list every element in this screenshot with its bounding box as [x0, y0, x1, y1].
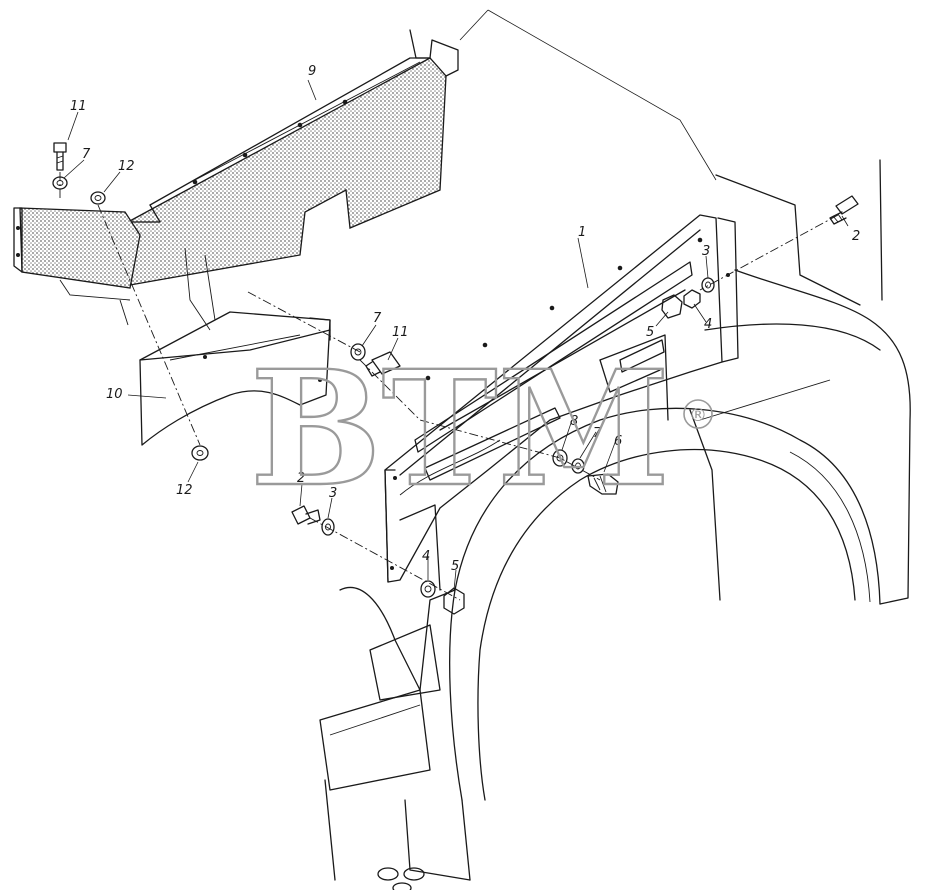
callout-3-lower: 3	[329, 486, 337, 501]
leader-lines	[63, 9, 849, 591]
btm-watermark: BTM ®	[249, 336, 713, 523]
callout-7-top: 7	[82, 147, 91, 162]
part-9-mudguard-upper	[127, 29, 459, 286]
washer-3-lower	[321, 518, 335, 536]
watermark-text: BTM	[250, 337, 670, 522]
callout-3-upper: 3	[702, 244, 710, 259]
callout-4-lower: 4	[422, 549, 430, 564]
washer-7-middle	[350, 343, 366, 361]
callout-11-top: 11	[70, 99, 87, 114]
fender-body	[319, 159, 911, 890]
callout-7-right: 7	[593, 426, 602, 441]
callout-4-upper: 4	[704, 317, 712, 332]
callout-9: 9	[308, 64, 316, 79]
callout-2-upper: 2	[852, 229, 860, 244]
washer-12-bottom	[191, 445, 209, 461]
bolt-11-top	[53, 142, 67, 171]
bolt-6	[587, 473, 619, 495]
washer-7-right	[571, 458, 585, 474]
callout-10: 10	[106, 387, 123, 402]
washer-4-lower	[420, 580, 436, 598]
nut-5-upper	[661, 294, 683, 319]
callout-labels: 1 2 3 4 5 9 11 7 12 7 11 10 12 2 3 4 5 8…	[70, 64, 860, 574]
part-9-end-bracket	[13, 207, 216, 331]
callout-5-lower: 5	[451, 559, 459, 574]
center-lines	[59, 172, 839, 601]
registered-mark-circle	[683, 399, 713, 429]
callout-12-bottom: 12	[176, 483, 193, 498]
callout-2-lower: 2	[297, 471, 305, 486]
registered-mark: ®	[689, 405, 707, 426]
washer-3-upper	[701, 277, 715, 293]
washer-12-top	[90, 191, 106, 205]
bolt-11-middle	[365, 351, 401, 377]
part-1-bracket	[384, 214, 739, 591]
fasteners	[52, 142, 859, 615]
washer-8	[552, 449, 568, 467]
nut-4-upper	[683, 289, 701, 309]
callout-8: 8	[570, 414, 578, 429]
part-10-mudguard-lower	[139, 311, 331, 446]
callout-11-middle: 11	[392, 325, 409, 340]
callout-12-top: 12	[118, 159, 135, 174]
callout-1: 1	[578, 225, 586, 240]
callout-7-middle: 7	[373, 311, 382, 326]
callout-6: 6	[614, 434, 622, 449]
callout-5-upper: 5	[646, 325, 654, 340]
